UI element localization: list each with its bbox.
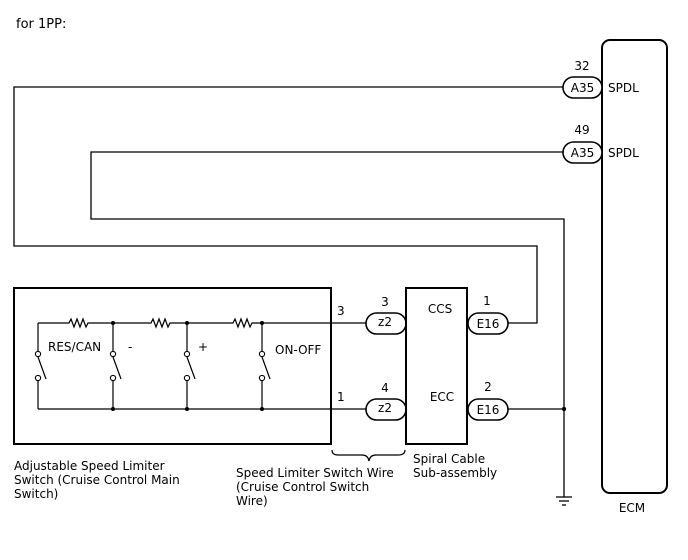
switch-on-off: ON-OFF <box>258 343 321 382</box>
connector-a35-pin49: A35 49 SPDL <box>562 123 639 164</box>
pin-number-z2-3: 3 <box>381 295 389 309</box>
svg-text:A35: A35 <box>571 146 594 160</box>
switch-minus: - <box>109 340 132 382</box>
resistor-ladder <box>37 317 331 351</box>
spiral-cable-caption: Spiral Cable Sub-assembly <box>413 452 498 480</box>
ecm-label: ECM <box>619 501 645 515</box>
pin-number-z2-4: 4 <box>381 381 389 395</box>
connector-a35-pin32: A35 32 SPDL <box>562 59 639 99</box>
switch-res-can: RES/CAN <box>34 340 101 382</box>
svg-text:E16: E16 <box>477 317 500 331</box>
ecm-block <box>601 39 668 494</box>
wire-spdl-32 <box>13 86 563 324</box>
pin-number-e16-2: 2 <box>484 380 492 394</box>
circuit-ecc: ECC <box>430 390 454 404</box>
diagram-variant-title: for 1PP: <box>16 17 67 32</box>
svg-text:z2: z2 <box>378 401 392 415</box>
svg-text:A35: A35 <box>571 81 594 95</box>
connector-z2-pin4: z2 4 <box>365 381 407 421</box>
spiral-cable-block <box>405 287 468 445</box>
pin-number-e16-1: 1 <box>483 294 491 308</box>
switch-label-minus: - <box>128 340 132 354</box>
switch-plus: + <box>183 340 208 382</box>
switch-terminal-3: 3 <box>337 304 345 318</box>
connector-e16-pin1: E16 1 <box>467 294 509 335</box>
ground-icon <box>556 496 572 506</box>
signal-spdl-49: SPDL <box>608 146 639 160</box>
switch-label-plus: + <box>198 340 208 354</box>
connector-e16-pin2: E16 2 <box>467 380 509 421</box>
switch-unit-block <box>13 287 332 445</box>
wire-spdl-49 <box>90 151 565 497</box>
svg-text:E16: E16 <box>477 403 500 417</box>
switch-label-on-off: ON-OFF <box>275 343 321 357</box>
harness-brace <box>331 449 406 462</box>
pin-number-32: 32 <box>574 59 589 73</box>
connector-z2-pin3: z2 3 <box>365 295 407 335</box>
harness-caption: Speed Limiter Switch Wire (Cruise Contro… <box>236 466 394 508</box>
ground-junction <box>561 406 567 412</box>
circuit-ccs: CCS <box>428 302 452 316</box>
common-rail <box>37 381 331 411</box>
switch-unit-caption: Adjustable Speed Limiter Switch (Cruise … <box>14 459 180 501</box>
pin-number-49: 49 <box>574 123 589 137</box>
switch-terminal-1: 1 <box>337 390 345 404</box>
signal-spdl-32: SPDL <box>608 81 639 95</box>
svg-text:z2: z2 <box>378 315 392 329</box>
switch-label-res-can: RES/CAN <box>48 340 101 354</box>
